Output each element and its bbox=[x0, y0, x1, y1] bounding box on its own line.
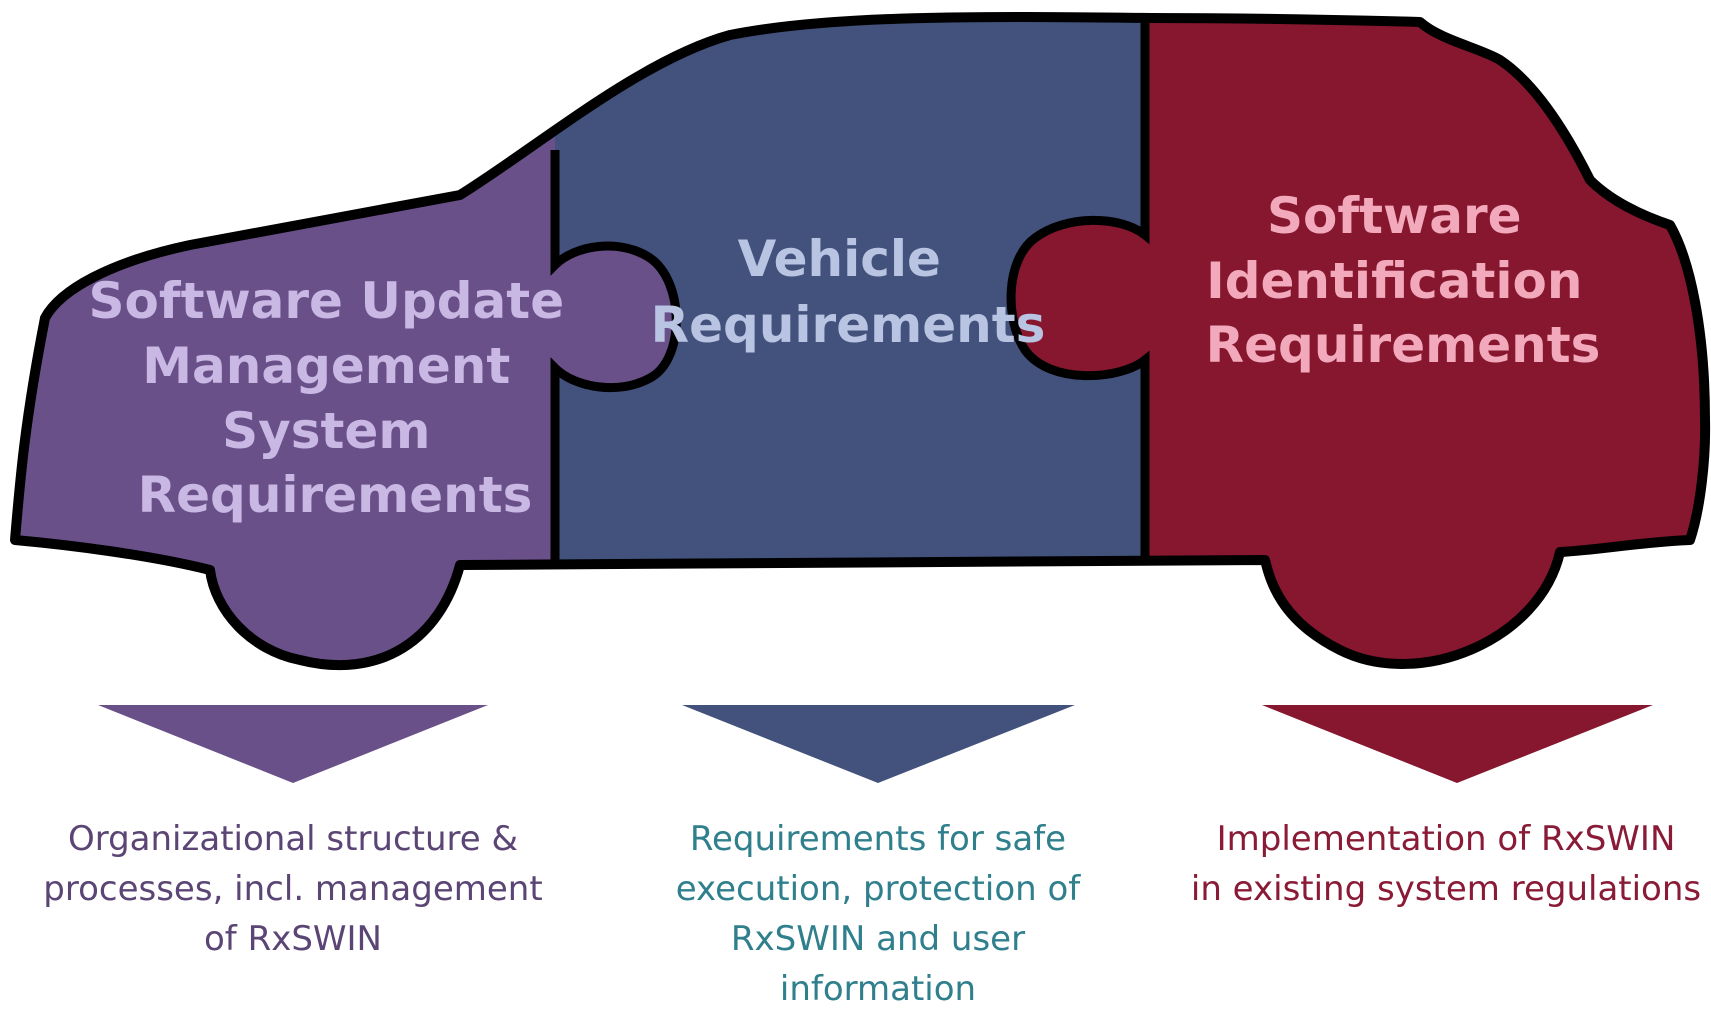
vehicle-description-line: information bbox=[779, 969, 977, 1009]
vehicle-description-line: RxSWIN and user bbox=[730, 919, 1026, 959]
seam-left bbox=[550, 150, 681, 565]
down-triangle-icon bbox=[682, 705, 1075, 783]
down-triangle-icon bbox=[1262, 705, 1653, 783]
vehicle-title: Vehicle Requirements bbox=[651, 230, 1046, 354]
vehicle-title-line: Vehicle bbox=[738, 230, 941, 288]
swid-panel bbox=[1011, 16, 1706, 666]
swid-title-line: Software bbox=[1267, 187, 1522, 245]
vehicle-description: Requirements for safe execution, protect… bbox=[618, 814, 1138, 1014]
vehicle-description-line: Requirements for safe bbox=[689, 819, 1067, 859]
sums-description-line: Organizational structure & bbox=[67, 819, 519, 859]
sums-title-line: Management bbox=[142, 337, 510, 395]
car-outline bbox=[10, 11, 1711, 671]
vehicle-title-line: Requirements bbox=[651, 296, 1046, 354]
sums-description-line: of RxSWIN bbox=[204, 919, 382, 959]
sums-title: Software Update Management System Requir… bbox=[88, 272, 581, 524]
sums-title-line: System bbox=[222, 402, 430, 460]
sums-description: Organizational structure & processes, in… bbox=[28, 814, 558, 964]
seam-right bbox=[1006, 18, 1150, 560]
vehicle-description-line: execution, protection of bbox=[675, 869, 1081, 909]
sums-title-line: Requirements bbox=[138, 466, 533, 524]
swid-title-line: Requirements bbox=[1206, 316, 1601, 374]
swid-title: Software Identification Requirements bbox=[1206, 187, 1601, 374]
down-triangle-icon bbox=[98, 705, 488, 783]
sums-title-line: Software Update bbox=[88, 272, 564, 330]
swid-description-line: in existing system regulations bbox=[1190, 869, 1702, 909]
sums-description-line: processes, incl. management bbox=[43, 869, 543, 909]
swid-title-line: Identification bbox=[1206, 252, 1582, 310]
swid-description-line: Implementation of RxSWIN bbox=[1216, 819, 1676, 859]
swid-description: Implementation of RxSWIN in existing sys… bbox=[1186, 814, 1706, 914]
